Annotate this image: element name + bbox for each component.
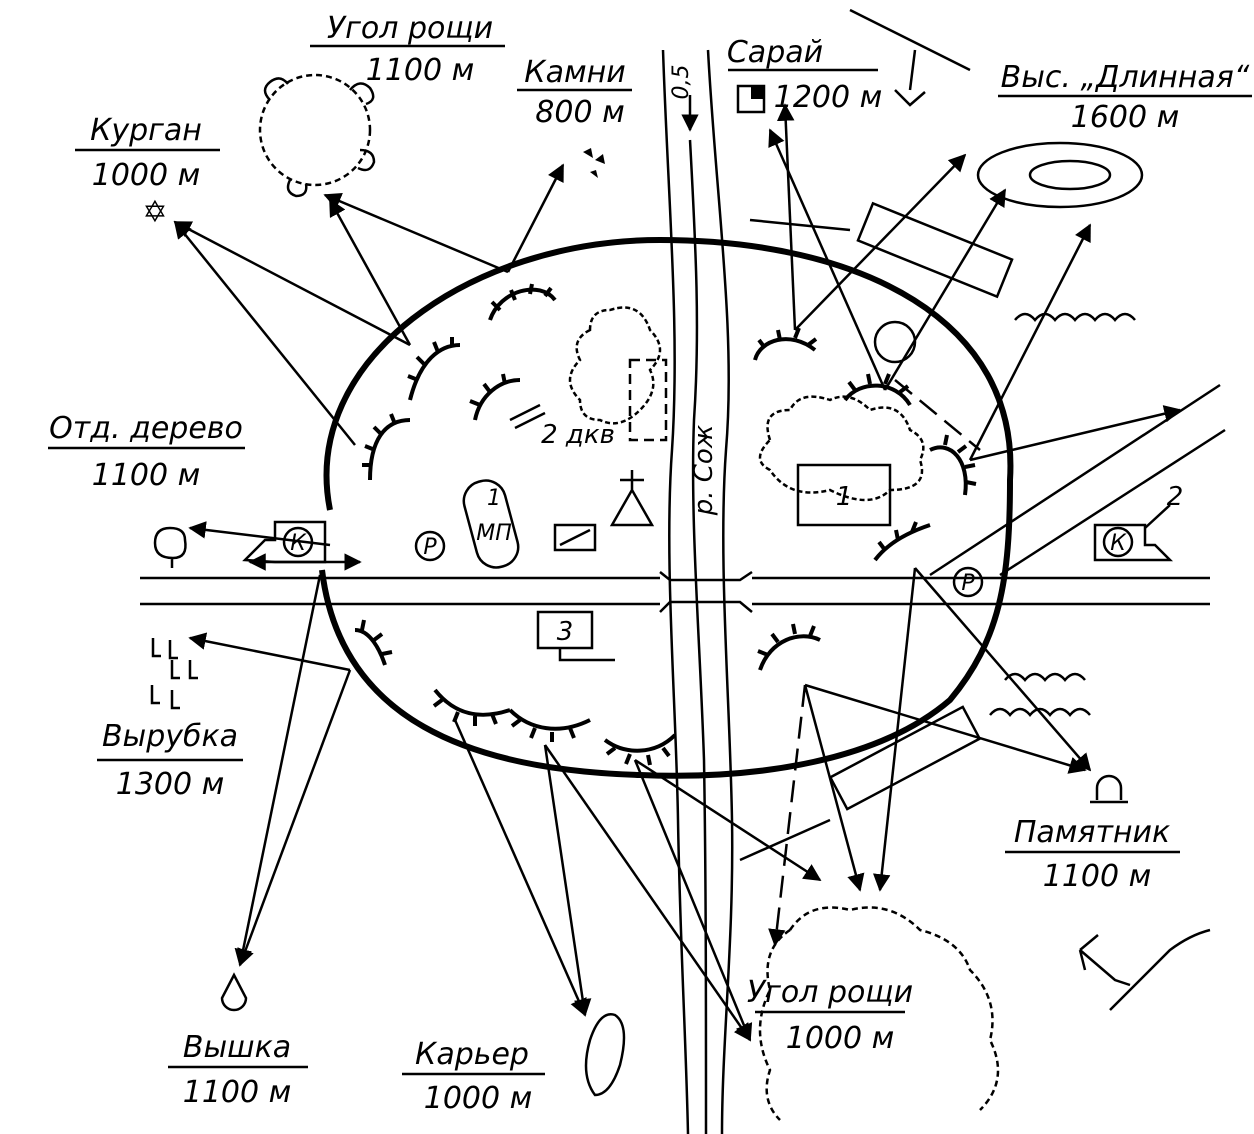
svg-text:Карьер: Карьер <box>415 1037 529 1072</box>
hill-icon <box>976 141 1144 209</box>
tree-icon <box>153 526 187 568</box>
mp-post: 1 МП <box>462 479 520 569</box>
p-left: Р <box>414 530 446 562</box>
position-1-label: 1 <box>836 482 853 512</box>
mound-icon: ✡ <box>142 195 167 230</box>
tower-icon <box>220 972 248 1012</box>
svg-text:Вырубка: Вырубка <box>102 719 238 754</box>
river-speed: 0,5 <box>669 65 694 100</box>
defense-perimeter <box>319 236 1014 779</box>
label-stones: Камни 800 м <box>517 55 632 130</box>
svg-text:1300 м: 1300 м <box>116 767 225 802</box>
svg-text:1000 м: 1000 м <box>786 1021 895 1056</box>
barn-icon <box>736 84 766 114</box>
river-name: р. Сож <box>689 424 719 516</box>
north-arrow-icon <box>849 8 1211 1011</box>
mp-number: 1 <box>487 486 501 511</box>
range-arrows <box>173 103 1182 1042</box>
position-1: 1 <box>796 463 892 527</box>
position-3-label: 3 <box>557 617 574 647</box>
svg-text:800 м: 800 м <box>535 95 624 130</box>
command-post-icon <box>553 523 597 552</box>
p-right: Р <box>952 566 984 598</box>
road <box>140 383 1226 606</box>
svg-text:1100 м: 1100 м <box>366 53 475 88</box>
label-tree: Отд. дерево 1100 м <box>48 411 245 493</box>
p-right-label: Р <box>961 571 975 596</box>
svg-text:1100 м: 1100 м <box>92 458 201 493</box>
svg-text:Памятник: Памятник <box>1014 815 1170 850</box>
callout-2: 2 <box>1167 482 1184 512</box>
quarry-icon <box>584 1013 626 1097</box>
stones-icon <box>583 148 605 178</box>
svg-text:Угол рощи: Угол рощи <box>327 11 493 46</box>
monument-icon <box>1090 774 1128 804</box>
label-monument: Памятник 1100 м <box>1005 815 1180 894</box>
svg-text:1000 м: 1000 м <box>424 1081 533 1116</box>
svg-text:1600 м: 1600 м <box>1071 100 1180 135</box>
svg-text:1100 м: 1100 м <box>1043 859 1152 894</box>
svg-text:Выс. „Длинная“: Выс. „Длинная“ <box>1001 60 1250 95</box>
label-mound: Курган 1000 м <box>75 113 220 193</box>
svg-text:Угол рощи: Угол рощи <box>747 975 913 1010</box>
mp-label: МП <box>476 521 512 546</box>
svg-text:Камни: Камни <box>524 55 625 90</box>
svg-text:1200 м: 1200 м <box>774 80 883 115</box>
svg-text:1100 м: 1100 м <box>183 1075 292 1110</box>
label-barn: Сарай 1200 м <box>727 35 882 115</box>
label-clearing: Вырубка 1300 м <box>97 719 243 802</box>
label-tower: Вышка 1100 м <box>168 1030 308 1110</box>
position-3: 3 <box>536 610 615 662</box>
trenches <box>354 283 977 766</box>
k-right: К 2 <box>1093 482 1184 562</box>
river: 0,5 р. Сож <box>659 49 753 1134</box>
svg-text:Курган: Курган <box>90 113 202 148</box>
clearing-icon <box>150 638 198 710</box>
label-hill: Выс. „Длинная“ 1600 м <box>998 60 1252 135</box>
grove-top-outline <box>258 73 376 198</box>
squad-label: 2 дкв <box>541 420 615 450</box>
p-left-label: Р <box>423 535 437 560</box>
svg-text:1000 м: 1000 м <box>92 158 201 193</box>
svg-text:Вышка: Вышка <box>183 1030 291 1065</box>
svg-text:Отд. дерево: Отд. дерево <box>49 411 243 446</box>
label-quarry: Карьер 1000 м <box>402 1037 545 1116</box>
k-right-label: К <box>1110 531 1127 556</box>
grove-right <box>758 395 925 502</box>
label-grove-bottom: Угол рощи 1000 м <box>747 975 913 1056</box>
label-grove-top: Угол рощи 1100 м <box>310 11 505 88</box>
svg-text:Сарай: Сарай <box>727 35 823 70</box>
grove-bottom-outline <box>758 906 1000 1121</box>
grove-center <box>568 306 662 425</box>
k-left-label: К <box>290 531 307 556</box>
church-icon <box>609 470 655 527</box>
squad-2dkv: 2 дкв <box>509 358 668 450</box>
